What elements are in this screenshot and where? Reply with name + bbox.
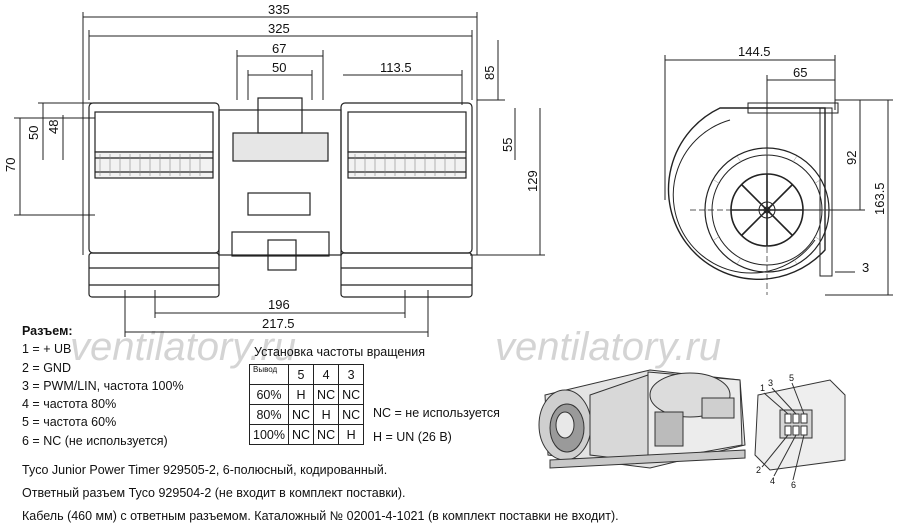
side-view	[664, 55, 893, 296]
table-cell: NC	[338, 404, 365, 425]
speed-table: Вывод 5 4 3 60% H NC NC 80% NC H NC 100%…	[249, 364, 365, 445]
row-header: 100%	[249, 424, 289, 445]
dim-label-163-5: 163.5	[872, 182, 887, 215]
dim-label-65: 65	[793, 65, 807, 80]
dim-label-55: 55	[500, 138, 515, 152]
table-cell: NC	[338, 384, 365, 405]
notes: Tyco Junior Power Timer 929505-2, 6-полю…	[22, 459, 619, 528]
dim-label-67: 67	[272, 41, 286, 56]
table-cell: NC	[287, 424, 315, 445]
legend-item: 1 = + UB	[22, 342, 72, 357]
pin-label-1: 1	[760, 383, 765, 393]
pin-label-6: 6	[791, 480, 796, 490]
column-header: 3	[338, 364, 365, 385]
table-row: 80% NC H NC	[249, 404, 365, 425]
dim-label-325: 325	[268, 21, 290, 36]
pin-label-5: 5	[789, 373, 794, 383]
table-cell: NC	[313, 384, 340, 405]
legend-title: Разъем:	[22, 324, 73, 338]
note-nc: NC = не используется	[373, 406, 500, 420]
table-row: 100% NC NC H	[249, 424, 365, 445]
scroll-housing	[667, 107, 826, 281]
legend-item: 2 = GND	[22, 360, 71, 375]
dim-label-3: 3	[862, 260, 869, 275]
connector-legend: Разъем: 1 = + UB 2 = GND 3 = PWM/LIN, ча…	[22, 322, 184, 450]
table-cell: H	[338, 424, 365, 445]
legend-item: 5 = частота 60%	[22, 415, 117, 430]
column-header: 4	[313, 364, 340, 385]
table-cell: H	[287, 384, 315, 405]
dim-label-217-5: 217.5	[262, 316, 295, 331]
right-fan-housing	[340, 102, 473, 298]
dim-label-50: 50	[272, 60, 286, 75]
center-motor	[218, 97, 342, 271]
pin-label-2: 2	[756, 465, 761, 475]
timer-module	[247, 192, 311, 216]
table-cell: NC	[287, 404, 315, 425]
dim-label-144-5: 144.5	[738, 44, 771, 59]
legend-item: 4 = частота 80%	[22, 397, 117, 412]
dim-label-50v: 50	[26, 126, 41, 140]
note-line: Кабель (460 мм) с ответным разъемом. Кат…	[22, 509, 619, 523]
dim-label-335: 335	[268, 2, 290, 17]
pin-label-4: 4	[770, 476, 775, 486]
connector-block	[232, 132, 329, 162]
dim-label-92: 92	[844, 151, 859, 165]
row-header: 80%	[249, 404, 289, 425]
connector-inset	[754, 379, 846, 481]
dim-label-113-5: 113.5	[380, 60, 412, 75]
table-cell: H	[313, 404, 340, 425]
column-header: 5	[287, 364, 315, 385]
left-fan-housing	[88, 102, 220, 298]
dim-label-196: 196	[268, 297, 290, 312]
pin-label-3: 3	[768, 378, 773, 388]
speed-table-title: Установка частоты вращения	[254, 345, 426, 359]
table-row: 60% H NC NC	[249, 384, 365, 405]
note-h: H = UN (26 В)	[373, 430, 452, 444]
dim-label-48: 48	[46, 120, 61, 134]
row-header: 60%	[249, 384, 289, 405]
legend-item: 3 = PWM/LIN, частота 100%	[22, 378, 184, 393]
watermark-right: ventilatory.ru	[495, 325, 721, 369]
blower-3d-render	[538, 369, 746, 469]
table-cell: NC	[313, 424, 340, 445]
note-line: Tyco Junior Power Timer 929505-2, 6-полю…	[22, 463, 388, 477]
table-corner: Вывод	[249, 364, 289, 385]
dim-label-129: 129	[525, 170, 540, 192]
fan-blades-front	[99, 154, 456, 176]
table-header-row: Вывод 5 4 3	[249, 364, 365, 385]
dim-label-85: 85	[482, 66, 497, 80]
dim-label-70: 70	[3, 158, 18, 172]
legend-item: 6 = NC (не используется)	[22, 433, 168, 448]
note-line: Ответный разъем Tyco 929504-2 (не входит…	[22, 486, 406, 500]
front-view	[14, 12, 545, 337]
